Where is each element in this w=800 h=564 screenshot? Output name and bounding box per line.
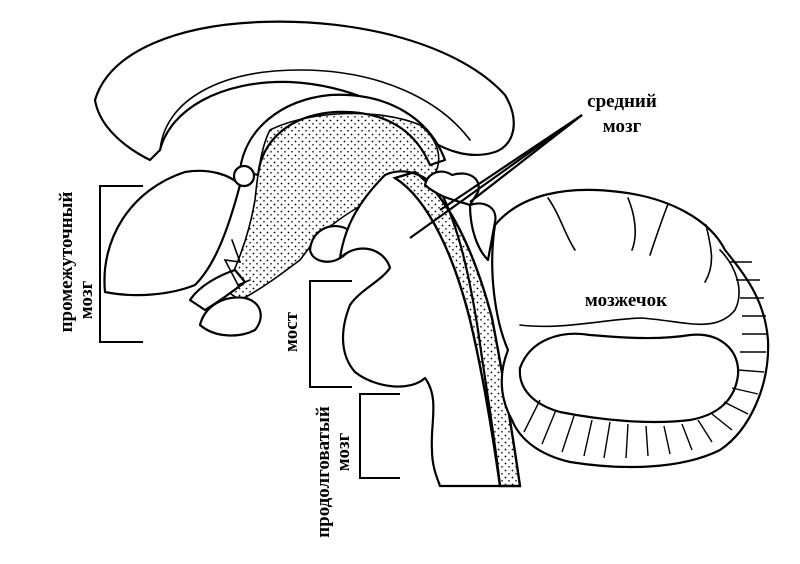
diencephalon-label-line1: промежуточный	[56, 192, 77, 333]
medulla-label-line2: мозг	[333, 432, 354, 471]
pons-bracket	[309, 280, 352, 388]
medulla-label-line1: продолговатый	[313, 406, 334, 538]
midbrain-label-line2: мозг	[603, 116, 642, 137]
diencephalon-bracket	[99, 185, 143, 343]
cerebellum-arbor-1	[547, 197, 576, 251]
cerebellum-arbor-4	[704, 224, 713, 283]
cerebellum-arbor-2	[627, 197, 637, 251]
medulla-bracket	[359, 393, 400, 479]
cerebellum-lower-lobe	[518, 332, 740, 424]
infundibulum-zigzag	[223, 239, 251, 287]
cerebellum-striations	[523, 261, 768, 459]
pons-label: мост	[281, 311, 302, 352]
aqueduct-band	[392, 170, 522, 488]
midbrain-pointer-2	[439, 114, 583, 211]
cerebellum-label: мозжечок	[585, 290, 667, 311]
diencephalon-label-line2: мозг	[76, 280, 97, 319]
pituitary	[198, 296, 262, 337]
corpus-callosum-inner	[159, 69, 471, 151]
colliculi	[423, 170, 480, 207]
corpus-callosum	[93, 20, 515, 162]
midbrain-label-line1: средний	[587, 91, 657, 112]
cerebellum-arbor-3	[649, 203, 669, 256]
interventricular-node	[232, 164, 256, 188]
midbrain-pointer-3	[469, 114, 583, 203]
cerebellum-inner	[519, 249, 740, 328]
tectum-stub	[468, 202, 497, 262]
